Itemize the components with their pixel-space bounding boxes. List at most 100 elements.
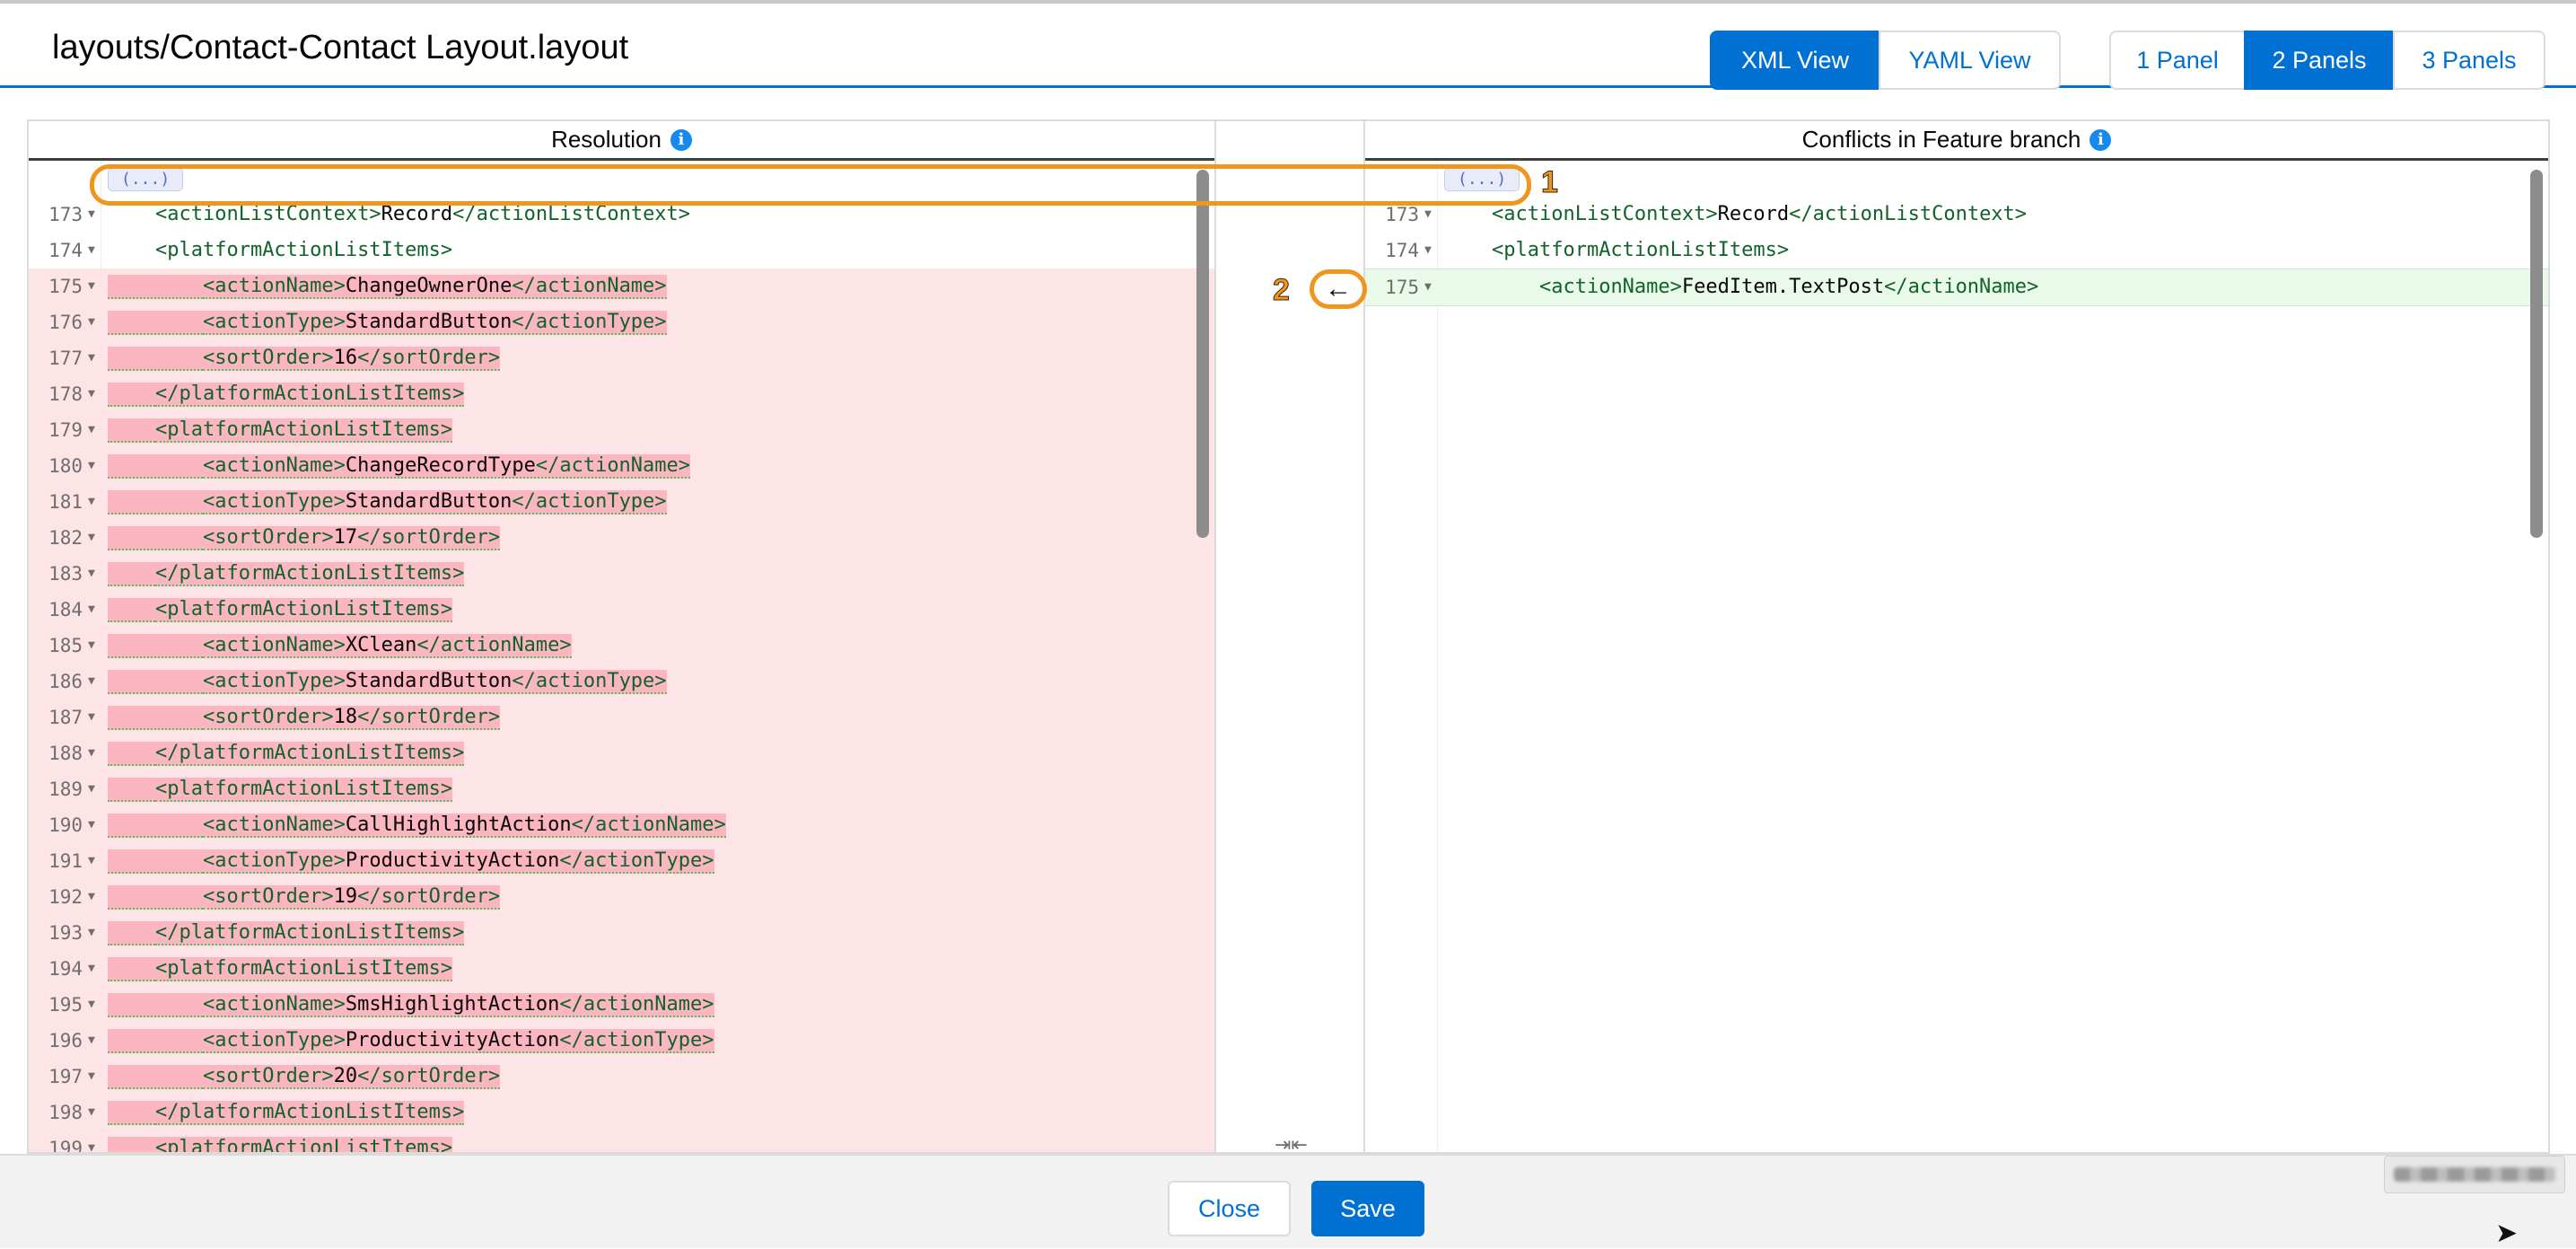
- xml-open-tag: <sortOrder>: [202, 1065, 334, 1087]
- code-text: <actionName>SmsHighlightAction</actionNa…: [108, 987, 714, 1023]
- indent: [108, 706, 203, 730]
- fold-toggle-icon[interactable]: ▼: [88, 674, 95, 688]
- conflicts-title: Conflicts in Feature branch: [1801, 126, 2081, 153]
- xml-value: XClean: [345, 634, 417, 656]
- fold-toggle-icon[interactable]: ▼: [88, 818, 95, 831]
- info-icon[interactable]: i: [670, 128, 692, 151]
- fold-toggle-icon[interactable]: ▼: [88, 531, 95, 544]
- fold-toggle-icon[interactable]: ▼: [1424, 280, 1432, 294]
- xml-view-button[interactable]: XML View: [1710, 31, 1880, 90]
- save-button[interactable]: Save: [1311, 1181, 1424, 1236]
- vertical-scrollbar[interactable]: [1196, 170, 1209, 538]
- code-content: <sortOrder>19</sortOrder>: [202, 885, 501, 910]
- fold-toggle-icon[interactable]: ▼: [88, 638, 95, 652]
- fold-toggle-icon[interactable]: ▼: [88, 603, 95, 616]
- fold-toggle-icon[interactable]: ▼: [88, 243, 95, 257]
- three-panels-button[interactable]: 3 Panels: [2393, 31, 2545, 90]
- indent: [108, 670, 203, 694]
- xml-close-tag: </actionType>: [559, 1029, 714, 1051]
- view-toggle-group: XML View YAML View: [1710, 31, 2061, 90]
- xml-close-tag: </actionName>: [559, 993, 714, 1016]
- code-text: </platformActionListItems>: [108, 915, 465, 951]
- xml-open-tag: <actionType>: [202, 311, 346, 333]
- line-number: 194: [48, 958, 83, 980]
- fold-toggle-icon[interactable]: ▼: [1424, 207, 1432, 221]
- line-number: 173: [1385, 204, 1419, 225]
- code-line: 194▼ <platformActionListItems>: [29, 951, 1214, 987]
- indent: [108, 490, 203, 515]
- xml-open-tag: <actionName>: [202, 993, 346, 1016]
- info-icon[interactable]: i: [2090, 128, 2112, 151]
- accept-left-arrow-icon[interactable]: ←: [1310, 269, 1367, 309]
- fold-toggle-icon[interactable]: ▼: [88, 854, 95, 867]
- fold-toggle-icon[interactable]: ▼: [88, 890, 95, 903]
- line-number: 175: [48, 276, 83, 297]
- fold-toggle-icon[interactable]: ▼: [88, 1034, 95, 1047]
- fold-toggle-icon[interactable]: ▼: [88, 351, 95, 365]
- fold-toggle-icon[interactable]: ▼: [88, 998, 95, 1011]
- fold-toggle-icon[interactable]: ▼: [88, 1105, 95, 1119]
- indent: [108, 275, 203, 299]
- xml-open-tag: <actionName>: [202, 275, 346, 297]
- fold-toggle-icon[interactable]: ▼: [88, 1141, 95, 1154]
- code-content: <actionName>SmsHighlightAction</actionNa…: [202, 993, 714, 1017]
- fold-toggle-icon[interactable]: ▼: [88, 315, 95, 329]
- fold-toggle-icon[interactable]: ▼: [88, 567, 95, 580]
- arrow-glyph: ←: [1325, 274, 1352, 303]
- code-text: </platformActionListItems>: [108, 556, 465, 592]
- indent: [108, 454, 203, 479]
- code-content: <actionType>ProductivityAction</actionTy…: [202, 1029, 714, 1053]
- fold-toggle-icon[interactable]: ▼: [88, 423, 95, 436]
- code-line: 181▼ <actionType>StandardButton</actionT…: [29, 484, 1214, 520]
- collapse-icon[interactable]: ⇥⇤: [1275, 1133, 1308, 1156]
- code-line: 191▼ <actionType>ProductivityAction</act…: [29, 843, 1214, 879]
- yaml-view-button[interactable]: YAML View: [1879, 31, 2061, 90]
- xml-close-tag: </actionListContext>: [1789, 203, 2028, 225]
- fold-toggle-icon[interactable]: ▼: [88, 746, 95, 760]
- fold-toggle-icon[interactable]: ▼: [1424, 243, 1432, 257]
- code-text: <actionName>ChangeRecordType</actionName…: [108, 448, 691, 484]
- line-number: 189: [48, 778, 83, 800]
- two-panels-button[interactable]: 2 Panels: [2244, 31, 2395, 90]
- fold-toggle-icon[interactable]: ▼: [88, 387, 95, 400]
- code-line: 173▼ <actionListContext>Record</actionLi…: [1365, 197, 2548, 233]
- xml-close-tag: </actionName>: [535, 454, 691, 477]
- fold-toggle-icon[interactable]: ▼: [88, 495, 95, 508]
- code-line: 178 ▼ </platformActionListItems>: [29, 376, 1214, 412]
- fold-toggle-icon[interactable]: ▼: [88, 1069, 95, 1083]
- expand-collapsed-button[interactable]: (...): [108, 168, 184, 191]
- indent: [108, 742, 155, 766]
- conflicts-panel: Conflicts in Feature branch i (...) 173 ▼…: [1363, 119, 2550, 1154]
- xml-close-tag: </sortOrder>: [357, 347, 501, 369]
- xml-value: 18: [333, 706, 358, 728]
- resolution-code-area[interactable]: (...) 173▼ <actionListContext>Record</ac…: [29, 161, 1214, 1152]
- fold-toggle-icon[interactable]: ▼: [88, 962, 95, 975]
- xml-open-tag: <sortOrder>: [202, 706, 334, 728]
- indent: [1444, 239, 1492, 261]
- xml-open-tag: <actionName>: [202, 814, 346, 836]
- xml-open-tag: </platformActionListItems>: [154, 742, 465, 764]
- fold-toggle-icon[interactable]: ▼: [88, 926, 95, 939]
- close-button[interactable]: Close: [1168, 1181, 1291, 1236]
- code-line: 174▼ <platformActionListItems>: [29, 233, 1214, 268]
- conflicts-code-area[interactable]: (...) 173▼ <actionListContext>Record</ac…: [1365, 161, 2548, 1152]
- fold-toggle-icon[interactable]: ▼: [88, 279, 95, 293]
- code-content: <actionName>FeedItem.TextPost</actionNam…: [1539, 276, 2038, 298]
- xml-open-tag: <platformActionListItems>: [1491, 239, 1790, 261]
- file-title: layouts/Contact-Contact Layout.layout: [52, 29, 629, 66]
- fold-toggle-icon[interactable]: ▼: [88, 782, 95, 796]
- fold-toggle-icon[interactable]: ▼: [88, 459, 95, 472]
- code-text: <sortOrder>20</sortOrder>: [108, 1059, 501, 1095]
- fold-toggle-icon[interactable]: ▼: [88, 207, 95, 221]
- fold-toggle-icon[interactable]: ▼: [88, 710, 95, 724]
- one-panel-button[interactable]: 1 Panel: [2109, 31, 2246, 90]
- indent: [108, 1065, 203, 1089]
- vertical-scrollbar[interactable]: [2530, 170, 2543, 538]
- indent: [108, 526, 203, 550]
- line-number: 178: [48, 383, 83, 405]
- xml-close-tag: </actionListContext>: [452, 203, 691, 225]
- code-line: 176▼ <actionType>StandardButton</actionT…: [29, 304, 1214, 340]
- code-content: </platformActionListItems>: [154, 383, 465, 407]
- expand-collapsed-button[interactable]: (...): [1444, 168, 1520, 191]
